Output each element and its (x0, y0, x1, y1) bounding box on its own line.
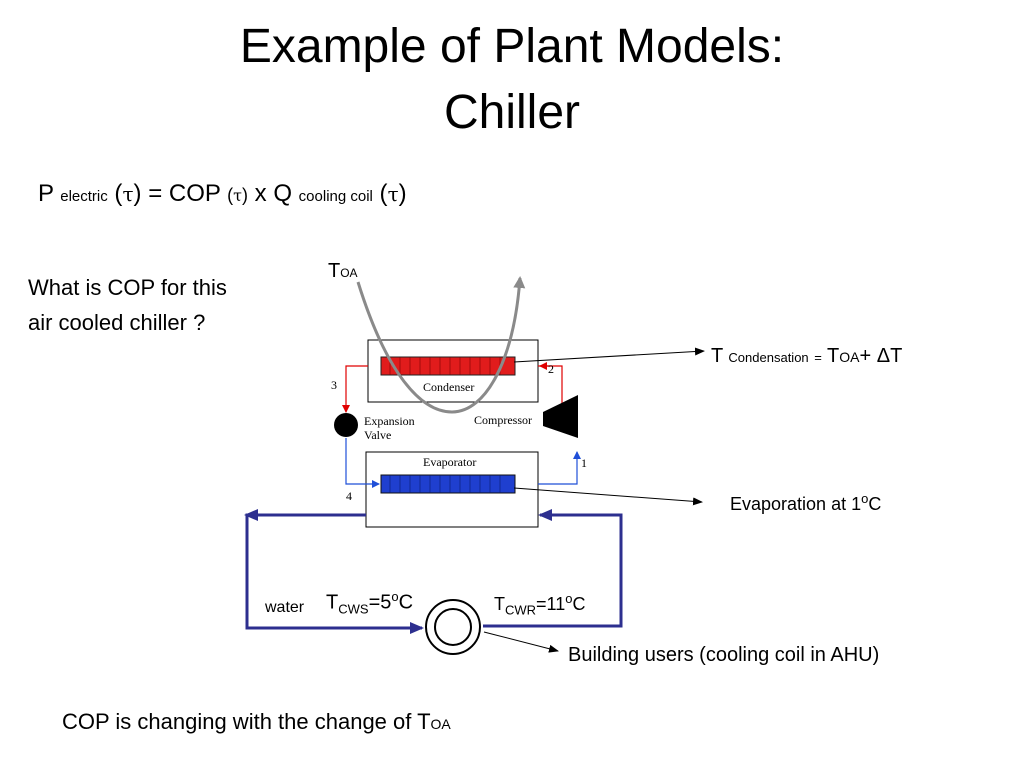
expansion-label: Expansion (364, 414, 415, 428)
water-label: water (265, 599, 305, 616)
line-condenser-to-valve (342, 365, 368, 413)
building-users-callout-arrow (483, 631, 559, 653)
question-line-1: What is COP for this (28, 275, 227, 300)
return-water-temperature-label: TCWR=11oC (494, 591, 586, 618)
evaporator-label: Evaporator (423, 455, 477, 469)
line-valve-to-evaporator (345, 438, 380, 488)
state-point-1: 1 (581, 456, 587, 470)
question-line-2: air cooled chiller ? (28, 310, 206, 335)
slide-title-line-1: Example of Plant Models: (239, 20, 785, 73)
valve-label: Valve (364, 428, 392, 442)
state-point-3: 3 (331, 378, 337, 392)
slide-title-line-2: Chiller (443, 86, 581, 139)
compressor-label: Compressor (474, 413, 532, 427)
condenser-coil (380, 356, 516, 376)
supply-water-temperature-label: TCWS=5oC (326, 589, 414, 617)
evaporator-coil (380, 474, 516, 494)
chilled-water-supply-line (245, 513, 421, 630)
state-point-2: 2 (548, 362, 554, 376)
power-equation: P electric (τ) = COP (τ) x Q cooling coi… (38, 180, 407, 207)
footer-note: COP is changing with the change of TOA (62, 709, 451, 734)
condensation-callout-arrow (513, 347, 705, 363)
line-evaporator-to-compressor (538, 451, 581, 485)
state-point-4: 4 (346, 489, 352, 503)
building-users-label: Building users (cooling coil in AHU) (568, 644, 880, 666)
evaporation-callout-arrow (513, 487, 703, 506)
compressor-icon (543, 395, 578, 438)
expansion-valve-icon (334, 413, 358, 437)
condenser-label: Condenser (423, 380, 475, 394)
outdoor-air-flow-curve (356, 276, 526, 414)
condensation-temperature-label: T Condensation = TOA+ ΔT (711, 345, 903, 367)
chilled-water-return-line (483, 509, 623, 628)
evaporation-temperature-label: Evaporation at 1oC (730, 491, 882, 514)
toa-label: TOA (328, 260, 358, 282)
